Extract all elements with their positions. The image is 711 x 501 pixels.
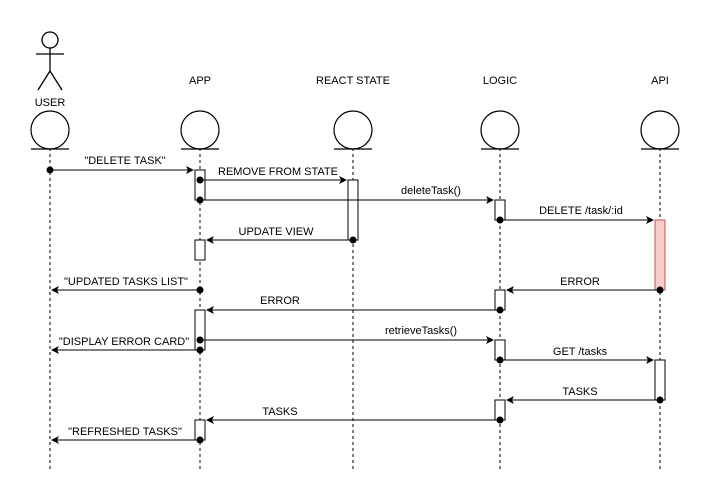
entity-circle-logic <box>480 110 520 150</box>
message-error-logic: ERROR <box>206 295 504 314</box>
message-delete-endpoint: DELETE /task/:id <box>496 205 654 224</box>
activation-api-2 <box>654 359 666 401</box>
activation-app-3 <box>194 309 206 351</box>
activation-app-2 <box>194 239 206 261</box>
message-display-error-card: "DISPLAY ERROR CARD" <box>51 336 204 354</box>
activation-react-state <box>347 179 359 241</box>
message-label: "DISPLAY ERROR CARD" <box>59 336 189 348</box>
message-label: REMOVE FROM STATE <box>218 166 338 178</box>
message-refreshed-tasks: "REFRESHED TASKS" <box>51 426 204 444</box>
participant-label-user: USER <box>35 97 66 109</box>
entity-circle-app <box>180 110 220 150</box>
message-retrieve-tasks: retrieveTasks() <box>196 325 494 344</box>
message-label: UPDATE VIEW <box>239 226 315 238</box>
message-label: TASKS <box>262 406 297 418</box>
message-label: deleteTask() <box>401 185 461 197</box>
message-label: TASKS <box>562 386 597 398</box>
message-delete-task-call: deleteTask() <box>196 185 494 204</box>
message-remove-from-state: REMOVE FROM STATE <box>196 166 347 184</box>
message-tasks-logic: TASKS <box>206 406 504 424</box>
message-get-tasks: GET /tasks <box>496 346 654 364</box>
message-label: "UPDATED TASKS LIST" <box>64 276 188 288</box>
message-update-view: UPDATE VIEW <box>206 226 357 244</box>
activation-api-error <box>654 219 666 291</box>
user-actor-icon <box>36 31 64 91</box>
message-label: "DELETE TASK" <box>84 155 165 167</box>
entity-circle-api <box>640 110 680 150</box>
message-label: retrieveTasks() <box>385 325 457 337</box>
message-delete-task: "DELETE TASK" <box>46 155 194 174</box>
message-label: ERROR <box>260 295 300 307</box>
participant-label-react-state: REACT STATE <box>316 75 390 87</box>
participant-label-api: API <box>651 75 669 87</box>
message-label: DELETE /task/:id <box>539 205 623 217</box>
message-updated-tasks-list: "UPDATED TASKS LIST" <box>51 276 204 294</box>
activation-app-1 <box>194 169 206 201</box>
message-label: "REFRESHED TASKS" <box>68 426 182 438</box>
message-tasks-api: TASKS <box>506 386 664 404</box>
message-label: ERROR <box>560 276 600 288</box>
message-label: GET /tasks <box>553 346 608 358</box>
participant-label-logic: LOGIC <box>483 75 517 87</box>
entity-circle-react-state <box>333 110 373 150</box>
entity-circle-user <box>30 110 70 150</box>
message-error-api: ERROR <box>506 276 664 294</box>
participant-label-app: APP <box>189 75 211 87</box>
